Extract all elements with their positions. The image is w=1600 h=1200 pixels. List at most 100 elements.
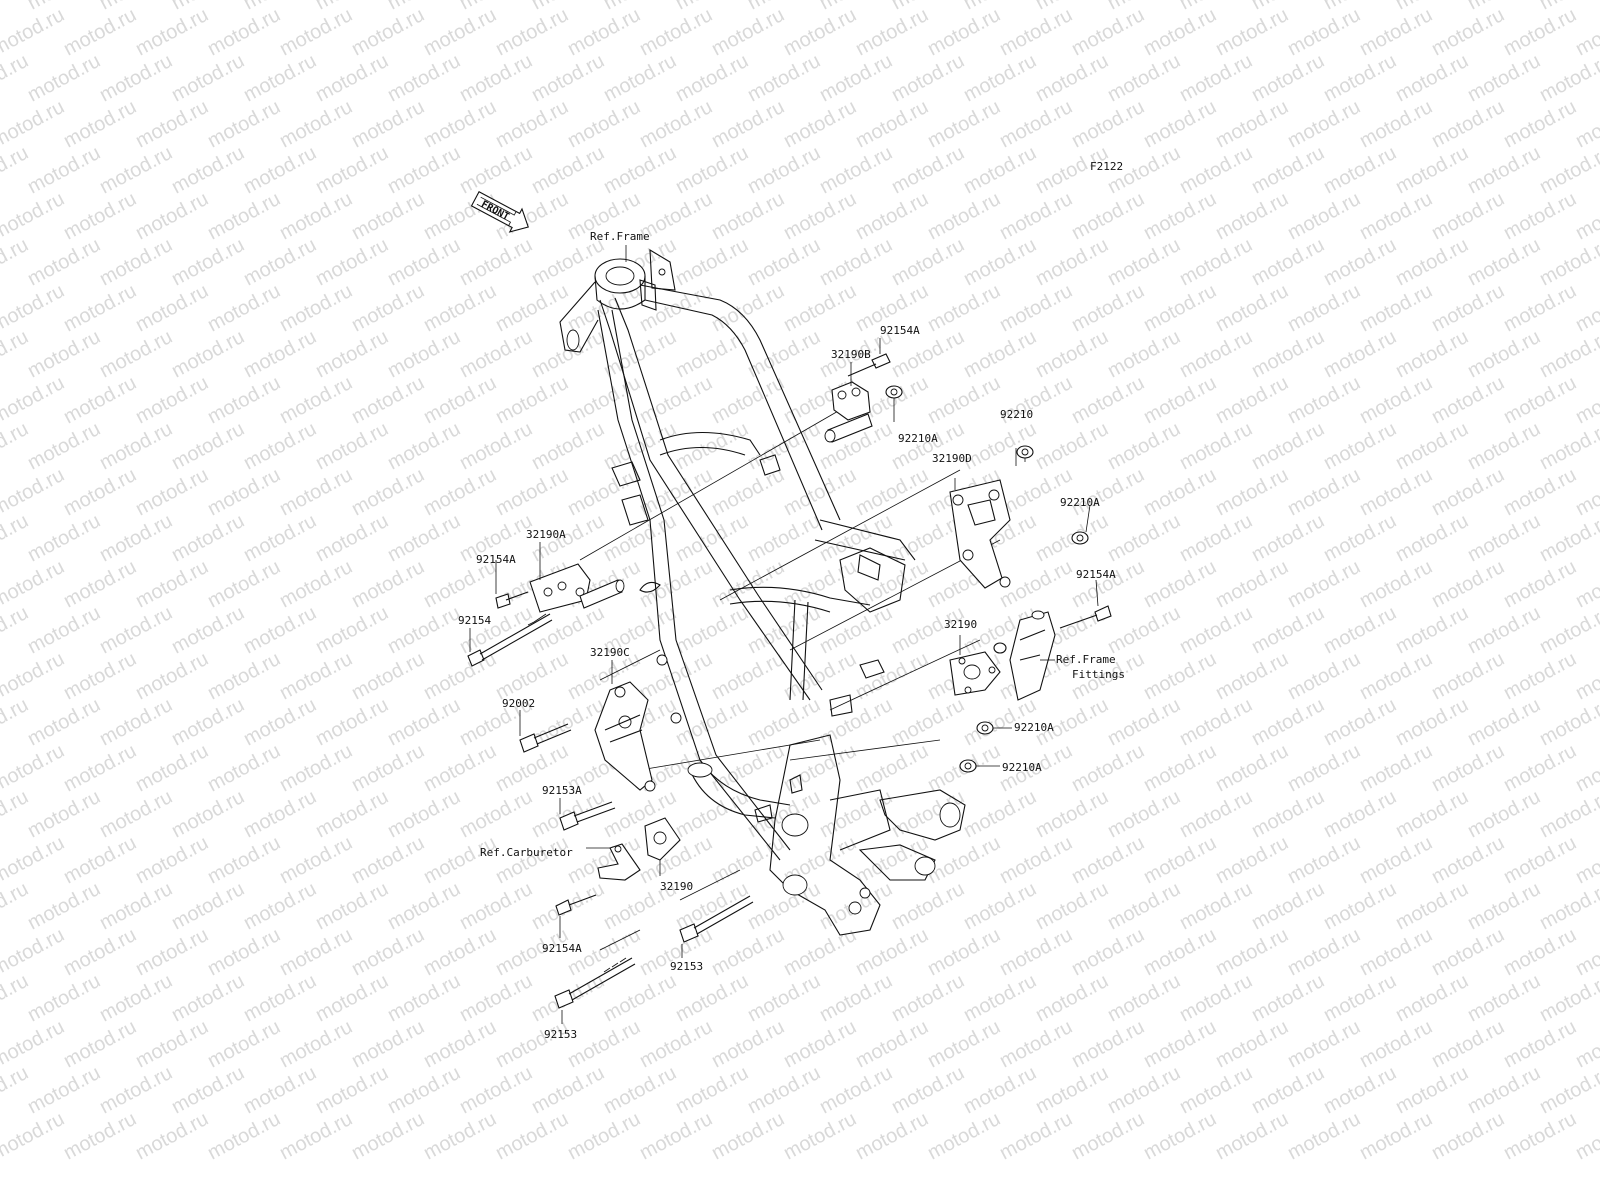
watermark-text: motod.ru xyxy=(996,832,1076,888)
watermark-text: motod.ru xyxy=(708,740,788,796)
watermark-text: motod.ru xyxy=(1464,418,1544,474)
watermark-text: motod.ru xyxy=(0,326,32,382)
watermark-text: motod.ru xyxy=(1320,142,1400,198)
watermark-text: motod.ru xyxy=(1212,1108,1292,1164)
bracket-32190-low xyxy=(644,817,681,861)
watermark-text: motod.ru xyxy=(1032,326,1112,382)
label-92154A-left: 92154A xyxy=(476,553,516,566)
watermark-text: motod.ru xyxy=(312,694,392,750)
watermark-text: motod.ru xyxy=(1284,648,1364,704)
watermark-text: motod.ru xyxy=(780,96,860,152)
watermark-text: motod.ru xyxy=(744,50,824,106)
watermark-text: motod.ru xyxy=(1068,1016,1148,1072)
bracket-32190A xyxy=(529,563,591,613)
watermark-text: motod.ru xyxy=(672,0,752,14)
watermark-text: motod.ru xyxy=(1356,924,1436,980)
watermark-text: motod.ru xyxy=(384,602,464,658)
watermark-text: motod.ru xyxy=(240,418,320,474)
watermark-text: motod.ru xyxy=(24,234,104,290)
watermark-text: motod.ru xyxy=(1500,740,1580,796)
watermark-text: motod.ru xyxy=(708,280,788,336)
watermark-text: motod.ru xyxy=(348,4,428,60)
watermark-text: motod.ru xyxy=(1140,832,1220,888)
watermark-text: motod.ru xyxy=(1068,464,1148,520)
watermark-text: motod.ru xyxy=(780,4,860,60)
watermark-text: motod.ru xyxy=(1500,280,1580,336)
watermark-text: motod.ru xyxy=(1032,234,1112,290)
watermark-text: motod.ru xyxy=(1248,50,1328,106)
watermark-text: motod.ru xyxy=(744,326,824,382)
watermark-text: motod.ru xyxy=(924,372,1004,428)
watermark-text: motod.ru xyxy=(1572,1016,1600,1072)
watermark-text: motod.ru xyxy=(1356,740,1436,796)
watermark-text: motod.ru xyxy=(492,4,572,60)
watermark-text: motod.ru xyxy=(60,832,140,888)
watermark-text: motod.ru xyxy=(1500,924,1580,980)
watermark-text: motod.ru xyxy=(1032,1062,1112,1118)
watermark-text: motod.ru xyxy=(1212,4,1292,60)
watermark-text: motod.ru xyxy=(96,418,176,474)
watermark-text: motod.ru xyxy=(528,50,608,106)
watermark-text: motod.ru xyxy=(96,1062,176,1118)
watermark-text: motod.ru xyxy=(780,1016,860,1072)
watermark-text: motod.ru xyxy=(384,234,464,290)
watermark-text: motod.ru xyxy=(168,234,248,290)
watermark-text: motod.ru xyxy=(1500,832,1580,888)
watermark-text: motod.ru xyxy=(24,786,104,842)
watermark-text: motod.ru xyxy=(204,4,284,60)
watermark-text: motod.ru xyxy=(996,1016,1076,1072)
leader-lines xyxy=(469,245,1099,1024)
watermark-text: motod.ru xyxy=(312,142,392,198)
watermark-text: motod.ru xyxy=(1248,694,1328,750)
watermark-text: motod.ru xyxy=(132,740,212,796)
labels: Ref.Frame 92154A 32190B 92210A 92210 321… xyxy=(458,230,1125,1041)
watermark-text: motod.ru xyxy=(708,1108,788,1164)
watermark-text: motod.ru xyxy=(1320,326,1400,382)
watermark-text: motod.ru xyxy=(960,786,1040,842)
watermark-text: motod.ru xyxy=(1284,1108,1364,1164)
watermark-text: motod.ru xyxy=(1356,464,1436,520)
watermark-text: motod.ru xyxy=(708,924,788,980)
watermark-text: motod.ru xyxy=(492,1108,572,1164)
watermark-text: motod.ru xyxy=(276,740,356,796)
watermark-text: motod.ru xyxy=(924,4,1004,60)
label-32190-low: 32190 xyxy=(660,880,693,893)
bolt-92154A-right xyxy=(1059,605,1112,629)
watermark-text: motod.ru xyxy=(852,4,932,60)
watermark-text: motod.ru xyxy=(996,188,1076,244)
watermark-text: motod.ru xyxy=(780,464,860,520)
watermark-text: motod.ru xyxy=(1176,970,1256,1026)
watermark-text: motod.ru xyxy=(1500,4,1580,60)
watermark-text: motod.ru xyxy=(960,50,1040,106)
watermark-text: motod.ru xyxy=(384,142,464,198)
watermark-text: motod.ru xyxy=(384,418,464,474)
watermark-text: motod.ru xyxy=(204,556,284,612)
watermark-text: motod.ru xyxy=(744,234,824,290)
watermark-text: motod.ru xyxy=(1248,970,1328,1026)
watermark-text: motod.ru xyxy=(600,970,680,1026)
watermark-text: motod.ru xyxy=(672,1062,752,1118)
watermark-text: motod.ru xyxy=(1464,878,1544,934)
watermark-text: motod.ru xyxy=(276,1108,356,1164)
watermark-text: motod.ru xyxy=(1464,1062,1544,1118)
watermark-text: motod.ru xyxy=(348,96,428,152)
watermark-text: motod.ru xyxy=(1572,1108,1600,1164)
watermark-text: motod.ru xyxy=(636,1108,716,1164)
bolt-92154A-top xyxy=(847,353,891,377)
watermark-text: motod.ru xyxy=(1284,1016,1364,1072)
watermark-text: motod.ru xyxy=(708,4,788,60)
watermark-text: motod.ru xyxy=(132,372,212,428)
watermark-text: motod.ru xyxy=(384,878,464,934)
watermark-text: motod.ru xyxy=(1428,372,1508,428)
watermark-text: motod.ru xyxy=(96,234,176,290)
ref-frame-fittings-label-2: Fittings xyxy=(1072,668,1125,681)
watermark-text: motod.ru xyxy=(420,924,500,980)
bracket-32190C xyxy=(594,681,656,792)
watermark-text: motod.ru xyxy=(60,924,140,980)
watermark-text: motod.ru xyxy=(348,1016,428,1072)
watermark-text: motod.ru xyxy=(600,326,680,382)
label-92210A-top: 92210A xyxy=(898,432,938,445)
watermark-text: motod.ru xyxy=(456,142,536,198)
watermark-text: motod.ru xyxy=(1464,510,1544,566)
bracket-32190-right xyxy=(949,642,1007,696)
